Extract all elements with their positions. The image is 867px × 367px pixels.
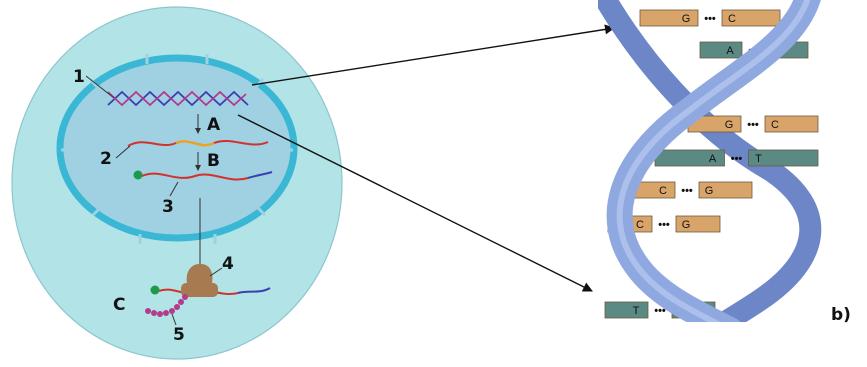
base-right-letter: C bbox=[771, 119, 779, 131]
base-pair: G ••• C bbox=[640, 10, 780, 26]
label-2: 2 bbox=[100, 149, 112, 169]
base-right-letter: G bbox=[682, 219, 691, 231]
base-pair: A ••• T bbox=[655, 150, 818, 166]
hydrogen-bond-dots: ••• bbox=[681, 185, 693, 197]
hydrogen-bond-dots: ••• bbox=[658, 219, 670, 231]
base-left bbox=[605, 302, 648, 318]
base-left-letter: C bbox=[659, 185, 667, 197]
label-4: 4 bbox=[222, 254, 234, 274]
base-pair: C ••• G bbox=[622, 182, 752, 198]
label-B: B bbox=[207, 151, 220, 171]
base-left-letter: T bbox=[633, 305, 640, 317]
mrna-cap bbox=[134, 171, 143, 180]
base-right-letter: G bbox=[705, 185, 714, 197]
base-left-letter: G bbox=[725, 119, 734, 131]
label-5: 5 bbox=[173, 325, 185, 345]
base-left-letter: G bbox=[682, 13, 691, 25]
base-left bbox=[700, 42, 742, 58]
hydrogen-bond-dots: ••• bbox=[704, 13, 716, 25]
base-left-letter: C bbox=[636, 219, 644, 231]
base-left-letter: A bbox=[726, 45, 734, 57]
dna-helix-detail: G•••CA•••TG•••CA•••TC•••GC•••GT•••A bbox=[600, 0, 818, 340]
hydrogen-bond-dots: ••• bbox=[731, 153, 743, 165]
label-3: 3 bbox=[162, 197, 174, 217]
zoom-arrow-upper bbox=[252, 28, 614, 85]
base-left-letter: A bbox=[709, 153, 717, 165]
base-pair: G ••• C bbox=[688, 116, 818, 132]
label-b: b) bbox=[831, 305, 851, 325]
label-A: A bbox=[207, 115, 221, 135]
label-C: C bbox=[113, 295, 125, 315]
base-right-letter: C bbox=[728, 13, 736, 25]
hydrogen-bond-dots: ••• bbox=[747, 119, 759, 131]
mrna-cap-cytoplasm bbox=[151, 286, 160, 295]
base-right-letter: T bbox=[755, 153, 762, 165]
label-1: 1 bbox=[73, 67, 85, 87]
